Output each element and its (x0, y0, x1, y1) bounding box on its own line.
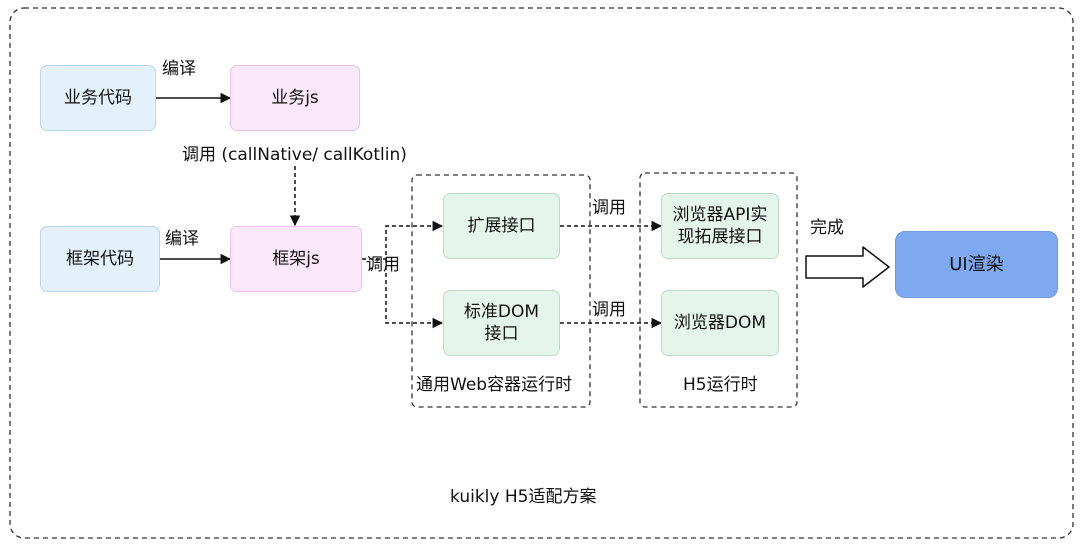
label-compile-2: 编译 (165, 229, 199, 249)
node-browser-api-ext: 浏览器API实 现拓展接口 (661, 193, 779, 259)
label-compile-1: 编译 (162, 59, 196, 79)
web-container-group-frame (411, 174, 591, 408)
node-extension-api: 扩展接口 (443, 193, 560, 259)
node-standard-dom-api: 标准DOM 接口 (443, 290, 560, 356)
node-business-js: 业务js (230, 65, 360, 131)
label-complete: 完成 (810, 218, 844, 238)
edge-invoke-framework-to-ext (362, 220, 444, 260)
node-ui-render: UI渲染 (895, 231, 1058, 298)
h5-runtime-group-frame (639, 172, 798, 408)
label-invoke-framework: 调用 (366, 255, 400, 275)
outer-frame (9, 7, 1074, 539)
edge-complete-arrow (805, 246, 890, 288)
outer-frame-label: kuikly H5适配方案 (450, 487, 597, 507)
label-invoke-native: 调用 (callNative/ callKotlin) (182, 145, 407, 165)
group-label-web-container: 通用Web容器运行时 (416, 375, 573, 395)
node-browser-dom: 浏览器DOM (661, 290, 779, 356)
node-framework-code: 框架代码 (40, 226, 160, 292)
node-framework-js: 框架js (230, 226, 362, 292)
group-label-h5-runtime: H5运行时 (683, 375, 758, 395)
node-business-code: 业务代码 (40, 65, 156, 131)
label-invoke-ext: 调用 (592, 198, 626, 218)
edge-invoke-framework-to-dom (385, 259, 444, 329)
label-invoke-dom: 调用 (592, 300, 626, 320)
